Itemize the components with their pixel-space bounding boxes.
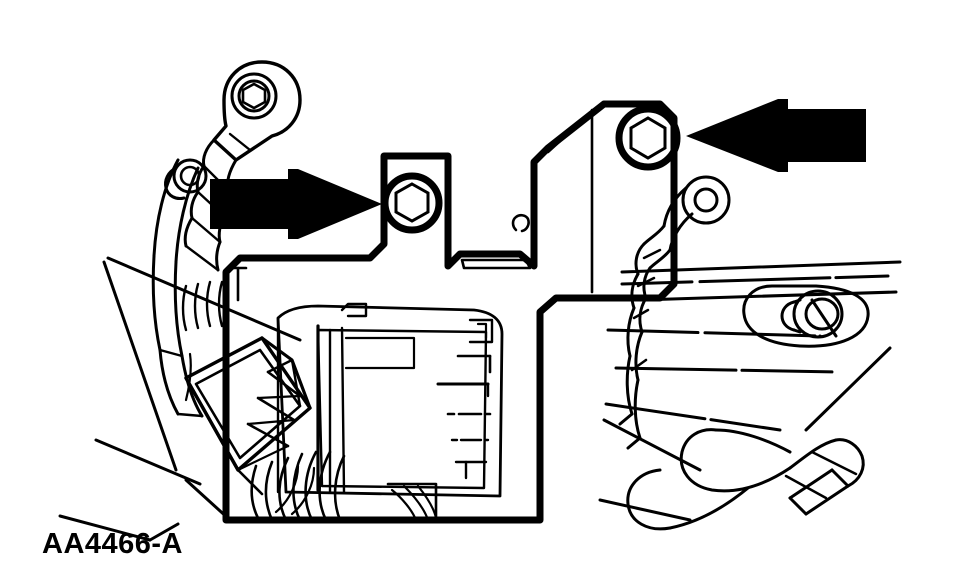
mounting-bracket [222, 100, 678, 524]
wire-harness-right [626, 428, 865, 531]
background-right-panel [598, 260, 902, 522]
body-stud-grommet [742, 284, 870, 348]
connector-wire-bundle [250, 450, 346, 522]
background-panel-lines [58, 256, 302, 542]
hex-bolt-left [381, 172, 443, 234]
bolt-callout-arrow-left [210, 169, 382, 239]
bolt-callout-arrow-right [686, 99, 866, 172]
ground-wire-left-run [151, 158, 224, 418]
figure-reference-label: AA4466-A [42, 528, 183, 560]
bracket-inner-detail [230, 108, 594, 302]
hex-bolt-right [615, 105, 681, 171]
